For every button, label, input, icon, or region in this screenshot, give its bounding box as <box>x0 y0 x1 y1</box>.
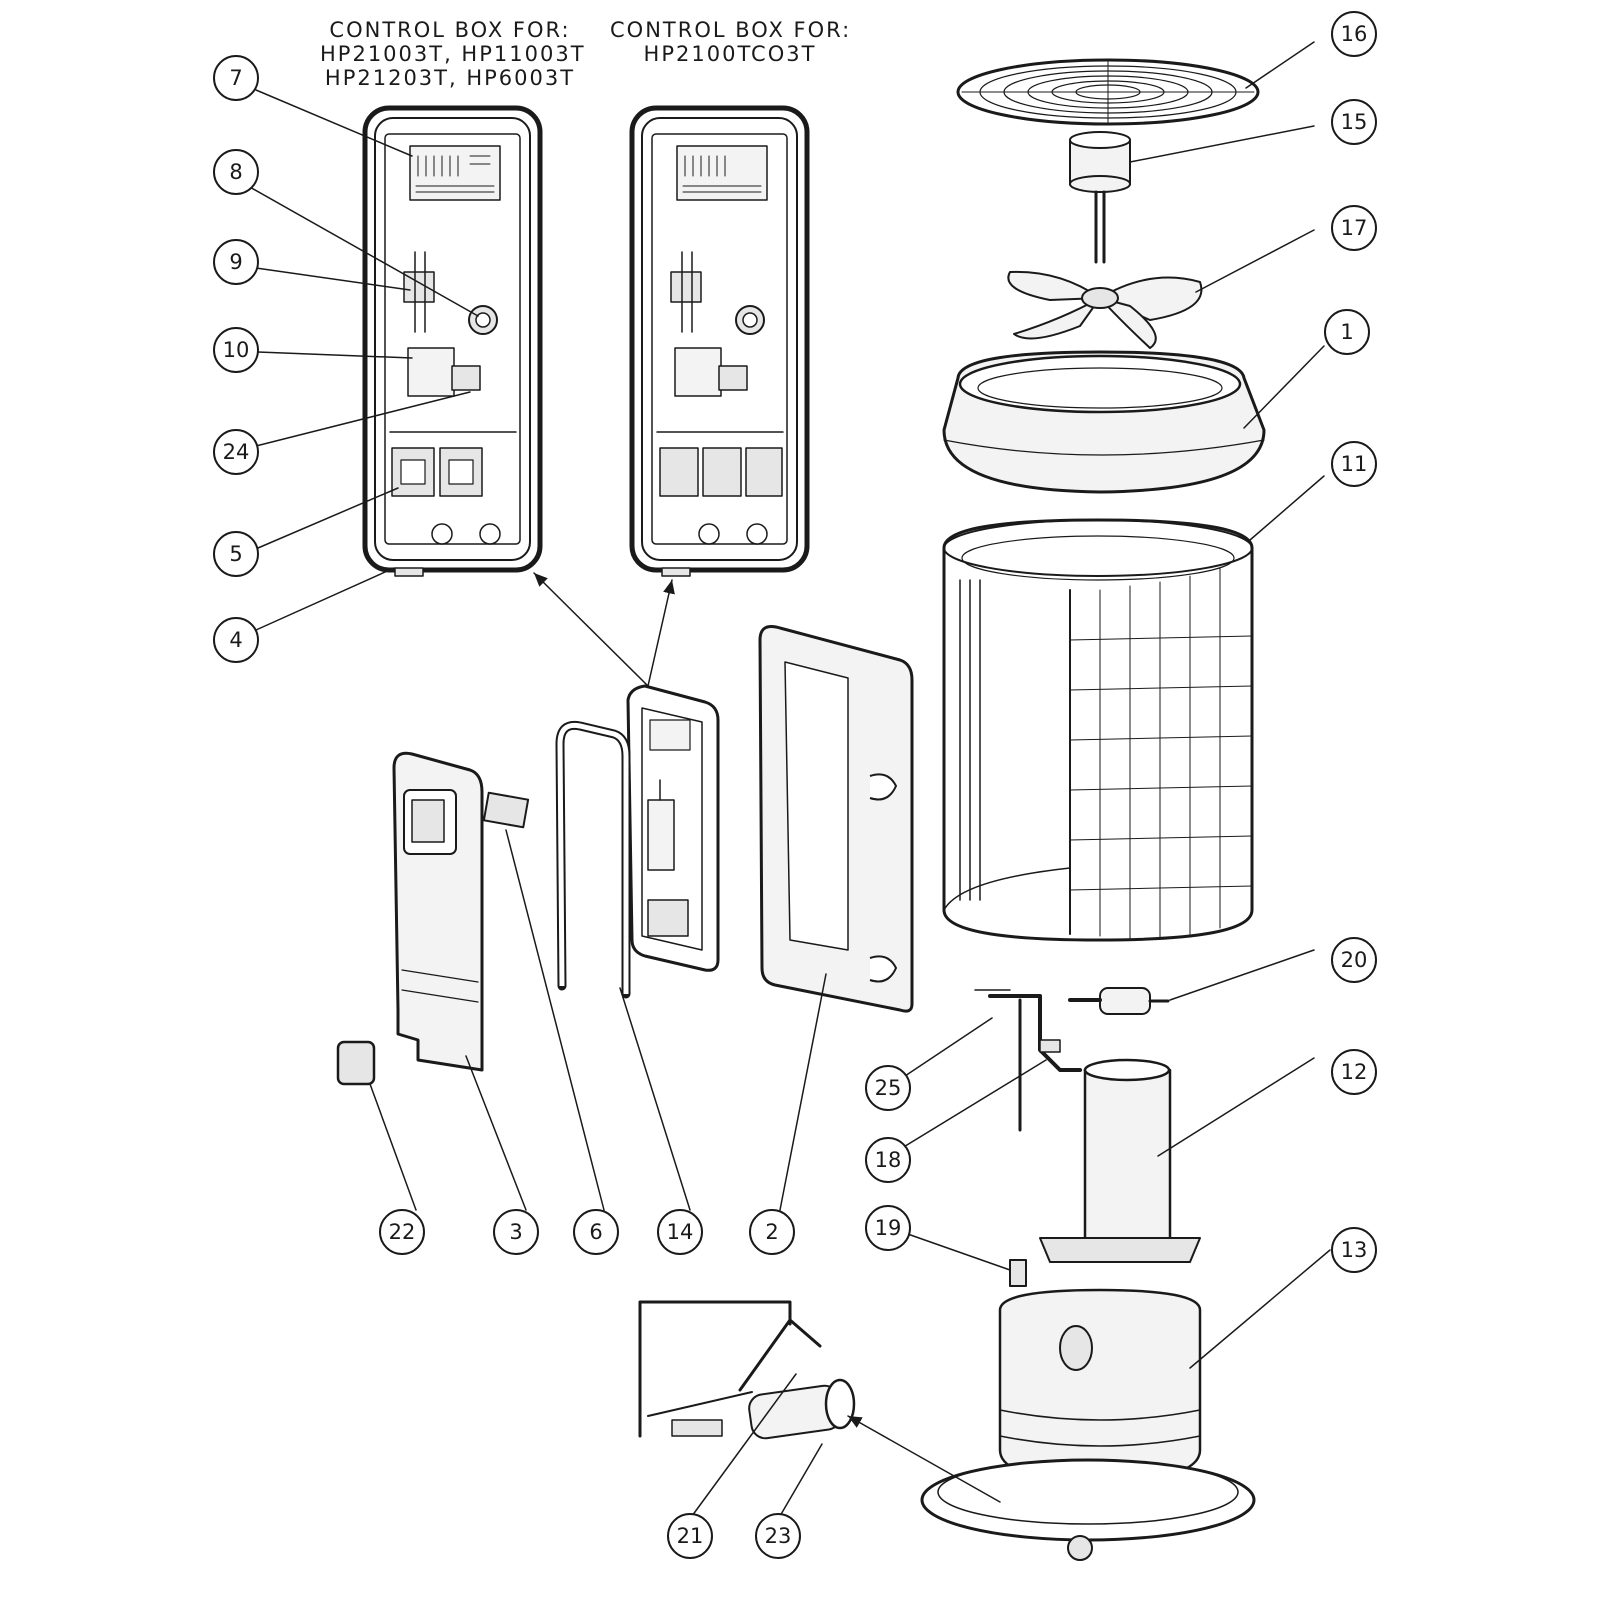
callout-7: 7 <box>213 55 259 101</box>
callout-8: 8 <box>213 149 259 195</box>
condenser-coil <box>942 518 1254 942</box>
control-box-left <box>362 105 543 577</box>
callout-25: 25 <box>865 1065 911 1111</box>
callout-14: 14 <box>657 1209 703 1255</box>
fan-blade <box>1007 270 1203 349</box>
callout-15: 15 <box>1331 99 1377 145</box>
refrigerant-tubing <box>974 989 1082 1132</box>
callout-18: 18 <box>865 1137 911 1183</box>
control-box-header-left: CONTROL BOX FOR: HP21003T, HP11003T HP21… <box>320 18 586 90</box>
control-box-assembly <box>626 684 720 972</box>
callout-3: 3 <box>493 1209 539 1255</box>
callout-10: 10 <box>213 327 259 373</box>
callout-11: 11 <box>1331 441 1377 487</box>
callout-13: 13 <box>1331 1227 1377 1273</box>
header-right-line-2: HP2100TCO3T <box>643 42 817 66</box>
callout-6: 6 <box>573 1209 619 1255</box>
callout-1: 1 <box>1324 309 1370 355</box>
top-cover <box>942 350 1266 494</box>
callout-23: 23 <box>755 1513 801 1559</box>
header-left-line-3: HP21203T, HP6003T <box>324 66 576 90</box>
callout-9: 9 <box>213 239 259 285</box>
callout-12: 12 <box>1331 1049 1377 1095</box>
callout-22: 22 <box>379 1209 425 1255</box>
callout-21: 21 <box>667 1513 713 1559</box>
gasket <box>555 720 631 999</box>
callout-5: 5 <box>213 531 259 577</box>
control-box-header-right: CONTROL BOX FOR: HP2100TCO3T <box>610 18 850 66</box>
filter-drier <box>1068 987 1170 1015</box>
fan-guard <box>956 58 1260 126</box>
compressor <box>1039 1058 1201 1263</box>
header-left-line-2: HP21003T, HP11003T <box>320 42 586 66</box>
inset-detail <box>638 1300 856 1440</box>
access-cover <box>336 1040 376 1086</box>
pressure-switch <box>1009 1259 1027 1287</box>
display-module <box>482 791 530 829</box>
callout-19: 19 <box>865 1205 911 1251</box>
control-box-right <box>629 105 810 577</box>
side-panel <box>758 625 914 1013</box>
callout-4: 4 <box>213 617 259 663</box>
base-heat-exchanger <box>920 1288 1256 1561</box>
callout-24: 24 <box>213 429 259 475</box>
front-panel <box>392 751 484 1072</box>
fan-motor <box>1069 131 1131 264</box>
leader-lines <box>247 41 1331 1517</box>
callout-16: 16 <box>1331 11 1377 57</box>
callout-20: 20 <box>1331 937 1377 983</box>
header-left-line-1: CONTROL BOX FOR: <box>329 18 571 42</box>
header-right-line-1: CONTROL BOX FOR: <box>610 18 852 42</box>
callout-2: 2 <box>749 1209 795 1255</box>
callout-17: 17 <box>1331 205 1377 251</box>
